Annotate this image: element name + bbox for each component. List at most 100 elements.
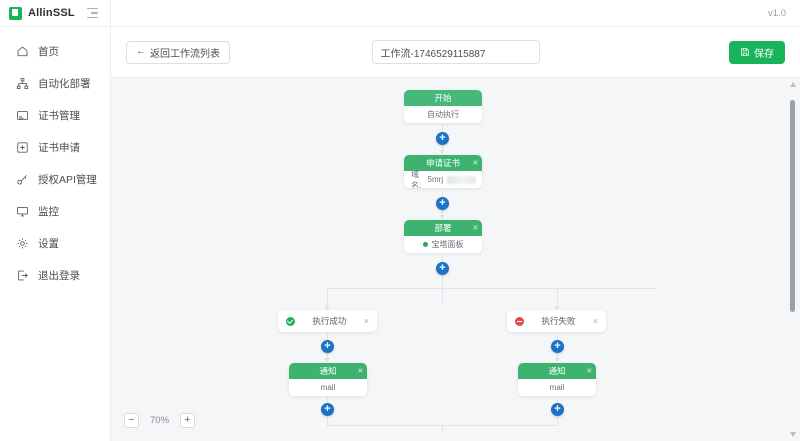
back-to-workflow-list-button[interactable]: ← 返回工作流列表 bbox=[126, 40, 230, 64]
sidebar-item-cert-apply[interactable]: 证书申请 bbox=[0, 134, 110, 161]
node-notify-fail-body-text: mail bbox=[549, 383, 565, 392]
plus-square-icon bbox=[16, 141, 29, 154]
node-deploy-body[interactable]: 宝塔面板 bbox=[404, 236, 482, 253]
monitor-icon bbox=[16, 205, 29, 218]
sidebar-item-auto-deploy[interactable]: 自动化部署 bbox=[0, 70, 110, 97]
sidebar-item-settings[interactable]: 设置 bbox=[0, 230, 110, 257]
close-icon[interactable]: × bbox=[586, 365, 592, 376]
sidebar-item-label: 证书管理 bbox=[38, 110, 80, 122]
brand[interactable]: AllinSSL bbox=[0, 0, 111, 27]
sidebar-item-cert-manage[interactable]: 证书管理 bbox=[0, 102, 110, 129]
node-notify-success-body-text: mail bbox=[320, 383, 336, 392]
add-node-button[interactable] bbox=[436, 197, 449, 210]
close-icon[interactable]: × bbox=[357, 365, 363, 376]
branch-condition-fail[interactable]: 执行失败 × bbox=[507, 310, 606, 332]
redacted-domain-value bbox=[447, 175, 476, 184]
add-node-button[interactable] bbox=[321, 403, 334, 416]
home-icon bbox=[16, 45, 29, 58]
connector-arrow bbox=[324, 358, 330, 362]
sidebar-item-label: 首页 bbox=[38, 46, 59, 58]
branch-condition-success[interactable]: 执行成功 × bbox=[278, 310, 377, 332]
allinssl-logo-icon bbox=[9, 6, 22, 20]
add-node-button[interactable] bbox=[551, 403, 564, 416]
sidebar-item-label: 自动化部署 bbox=[38, 78, 91, 90]
menu-collapse-icon[interactable] bbox=[86, 7, 98, 19]
save-button[interactable]: 保存 bbox=[729, 40, 785, 64]
sidebar-item-label: 授权API管理 bbox=[38, 174, 97, 186]
logout-icon bbox=[16, 269, 29, 282]
zoom-out-button[interactable]: − bbox=[124, 413, 139, 428]
sidebar-item-logout[interactable]: 退出登录 bbox=[0, 262, 110, 289]
node-apply-certificate-title: 申请证书 bbox=[425, 158, 460, 168]
gear-icon bbox=[16, 237, 29, 250]
connector-line bbox=[557, 288, 558, 310]
add-node-button[interactable] bbox=[321, 340, 334, 353]
version-label: v1.0 bbox=[768, 7, 786, 19]
connector-line bbox=[327, 288, 328, 310]
node-apply-certificate-body-value: 5mrj bbox=[427, 175, 444, 184]
back-button-label: 返回工作流列表 bbox=[150, 48, 220, 60]
zoom-percent-label: 70% bbox=[150, 415, 170, 426]
workflow-toolbar: ← 返回工作流列表 保存 bbox=[111, 27, 800, 78]
certificate-icon bbox=[16, 109, 29, 122]
node-notify-success-body[interactable]: mail bbox=[289, 379, 367, 396]
scroll-down-arrow-icon[interactable] bbox=[789, 432, 796, 437]
save-button-label: 保存 bbox=[754, 48, 774, 60]
node-deploy-title: 部署 bbox=[434, 223, 452, 233]
node-deploy-body-text: 宝塔面板 bbox=[431, 240, 464, 249]
node-apply-certificate-header: 申请证书 × bbox=[404, 155, 482, 171]
add-node-button[interactable] bbox=[551, 340, 564, 353]
node-notify-fail-body[interactable]: mail bbox=[518, 379, 596, 396]
success-check-icon bbox=[286, 316, 295, 326]
branch-success-label: 执行成功 bbox=[312, 316, 347, 326]
sidebar-item-label: 退出登录 bbox=[38, 270, 80, 282]
sidebar-item-monitor[interactable]: 监控 bbox=[0, 198, 110, 225]
node-start-title: 开始 bbox=[434, 93, 452, 103]
connector-line bbox=[442, 254, 443, 303]
close-icon[interactable]: × bbox=[472, 157, 478, 168]
add-node-button[interactable] bbox=[436, 132, 449, 145]
sidebar-item-home[interactable]: 首页 bbox=[0, 38, 110, 65]
connector-arrow bbox=[554, 306, 560, 310]
node-start[interactable]: 开始 自动执行 bbox=[404, 90, 482, 123]
close-icon[interactable]: × bbox=[592, 315, 598, 326]
node-apply-certificate[interactable]: 申请证书 × 域名: 5mrj bbox=[404, 155, 482, 188]
node-notify-success[interactable]: 通知 × mail bbox=[289, 363, 367, 396]
content-area: ← 返回工作流列表 保存 开始 bbox=[111, 27, 800, 441]
branch-fail-label: 执行失败 bbox=[541, 316, 576, 326]
sidebar-item-label: 监控 bbox=[38, 206, 59, 218]
zoom-controls: − 70% + bbox=[124, 413, 196, 428]
workflow-name-input[interactable] bbox=[371, 40, 540, 64]
node-start-body[interactable]: 自动执行 bbox=[404, 106, 482, 123]
scrollbar-track[interactable] bbox=[790, 92, 795, 427]
node-deploy[interactable]: 部署 × 宝塔面板 bbox=[404, 220, 482, 253]
fail-minus-icon bbox=[515, 316, 524, 326]
canvas-scrollbar[interactable] bbox=[787, 78, 798, 441]
close-icon[interactable]: × bbox=[363, 315, 369, 326]
node-notify-success-title: 通知 bbox=[319, 366, 337, 376]
close-icon[interactable]: × bbox=[472, 222, 478, 233]
node-notify-fail[interactable]: 通知 × mail bbox=[518, 363, 596, 396]
connector-arrow bbox=[439, 150, 445, 154]
sidebar: 首页 自动化部署 证书管理 证书申请 bbox=[0, 27, 111, 441]
node-apply-certificate-body[interactable]: 域名: 5mrj bbox=[404, 169, 482, 189]
zoom-in-button[interactable]: + bbox=[180, 413, 196, 428]
add-branch-button[interactable] bbox=[436, 262, 449, 275]
node-apply-certificate-body-label: 域名: bbox=[411, 169, 422, 189]
sidebar-item-label: 证书申请 bbox=[38, 142, 80, 154]
node-deploy-header: 部署 × bbox=[404, 220, 482, 236]
arrow-left-icon: ← bbox=[136, 46, 146, 57]
sidebar-item-api-auth[interactable]: 授权API管理 bbox=[0, 166, 110, 193]
connector-arrow bbox=[439, 215, 445, 219]
scroll-up-arrow-icon[interactable] bbox=[789, 82, 796, 87]
workflow-canvas[interactable]: 开始 自动执行 申请证书 × bbox=[111, 78, 800, 441]
connector-line bbox=[442, 425, 443, 433]
flow-graph: 开始 自动执行 申请证书 × bbox=[111, 78, 800, 441]
node-notify-success-header: 通知 × bbox=[289, 363, 367, 379]
node-start-body-text: 自动执行 bbox=[427, 110, 459, 119]
branch-split-line bbox=[327, 288, 657, 289]
top-bar: AllinSSL v1.0 bbox=[0, 0, 800, 27]
node-notify-fail-title: 通知 bbox=[548, 366, 566, 376]
scrollbar-thumb[interactable] bbox=[790, 100, 795, 312]
